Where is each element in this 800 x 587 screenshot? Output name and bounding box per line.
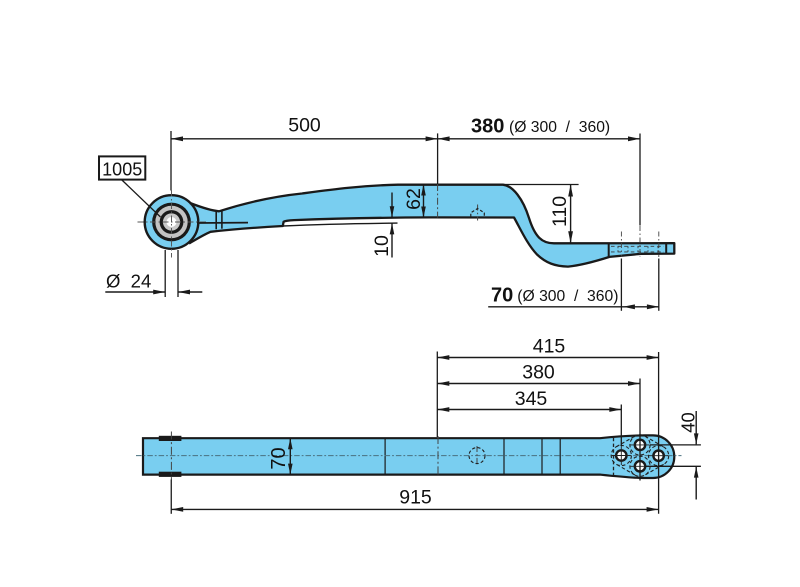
svg-text:(Ø 300 / 360): (Ø 300 / 360) xyxy=(509,119,610,136)
svg-text:Ø 24: Ø 24 xyxy=(106,271,151,292)
svg-text:915: 915 xyxy=(399,487,432,509)
svg-text:(Ø 300 / 360): (Ø 300 / 360) xyxy=(517,288,618,305)
svg-text:70: 70 xyxy=(268,447,290,469)
svg-text:500: 500 xyxy=(288,115,321,137)
svg-text:415: 415 xyxy=(533,335,566,357)
svg-text:380: 380 xyxy=(522,362,555,384)
svg-text:1005: 1005 xyxy=(102,159,142,179)
svg-text:40: 40 xyxy=(678,412,699,433)
svg-text:380: 380 xyxy=(471,116,504,138)
svg-text:70: 70 xyxy=(491,285,513,307)
svg-text:345: 345 xyxy=(515,388,548,410)
svg-text:110: 110 xyxy=(549,196,571,227)
svg-text:62: 62 xyxy=(403,188,425,210)
svg-text:10: 10 xyxy=(371,235,393,257)
